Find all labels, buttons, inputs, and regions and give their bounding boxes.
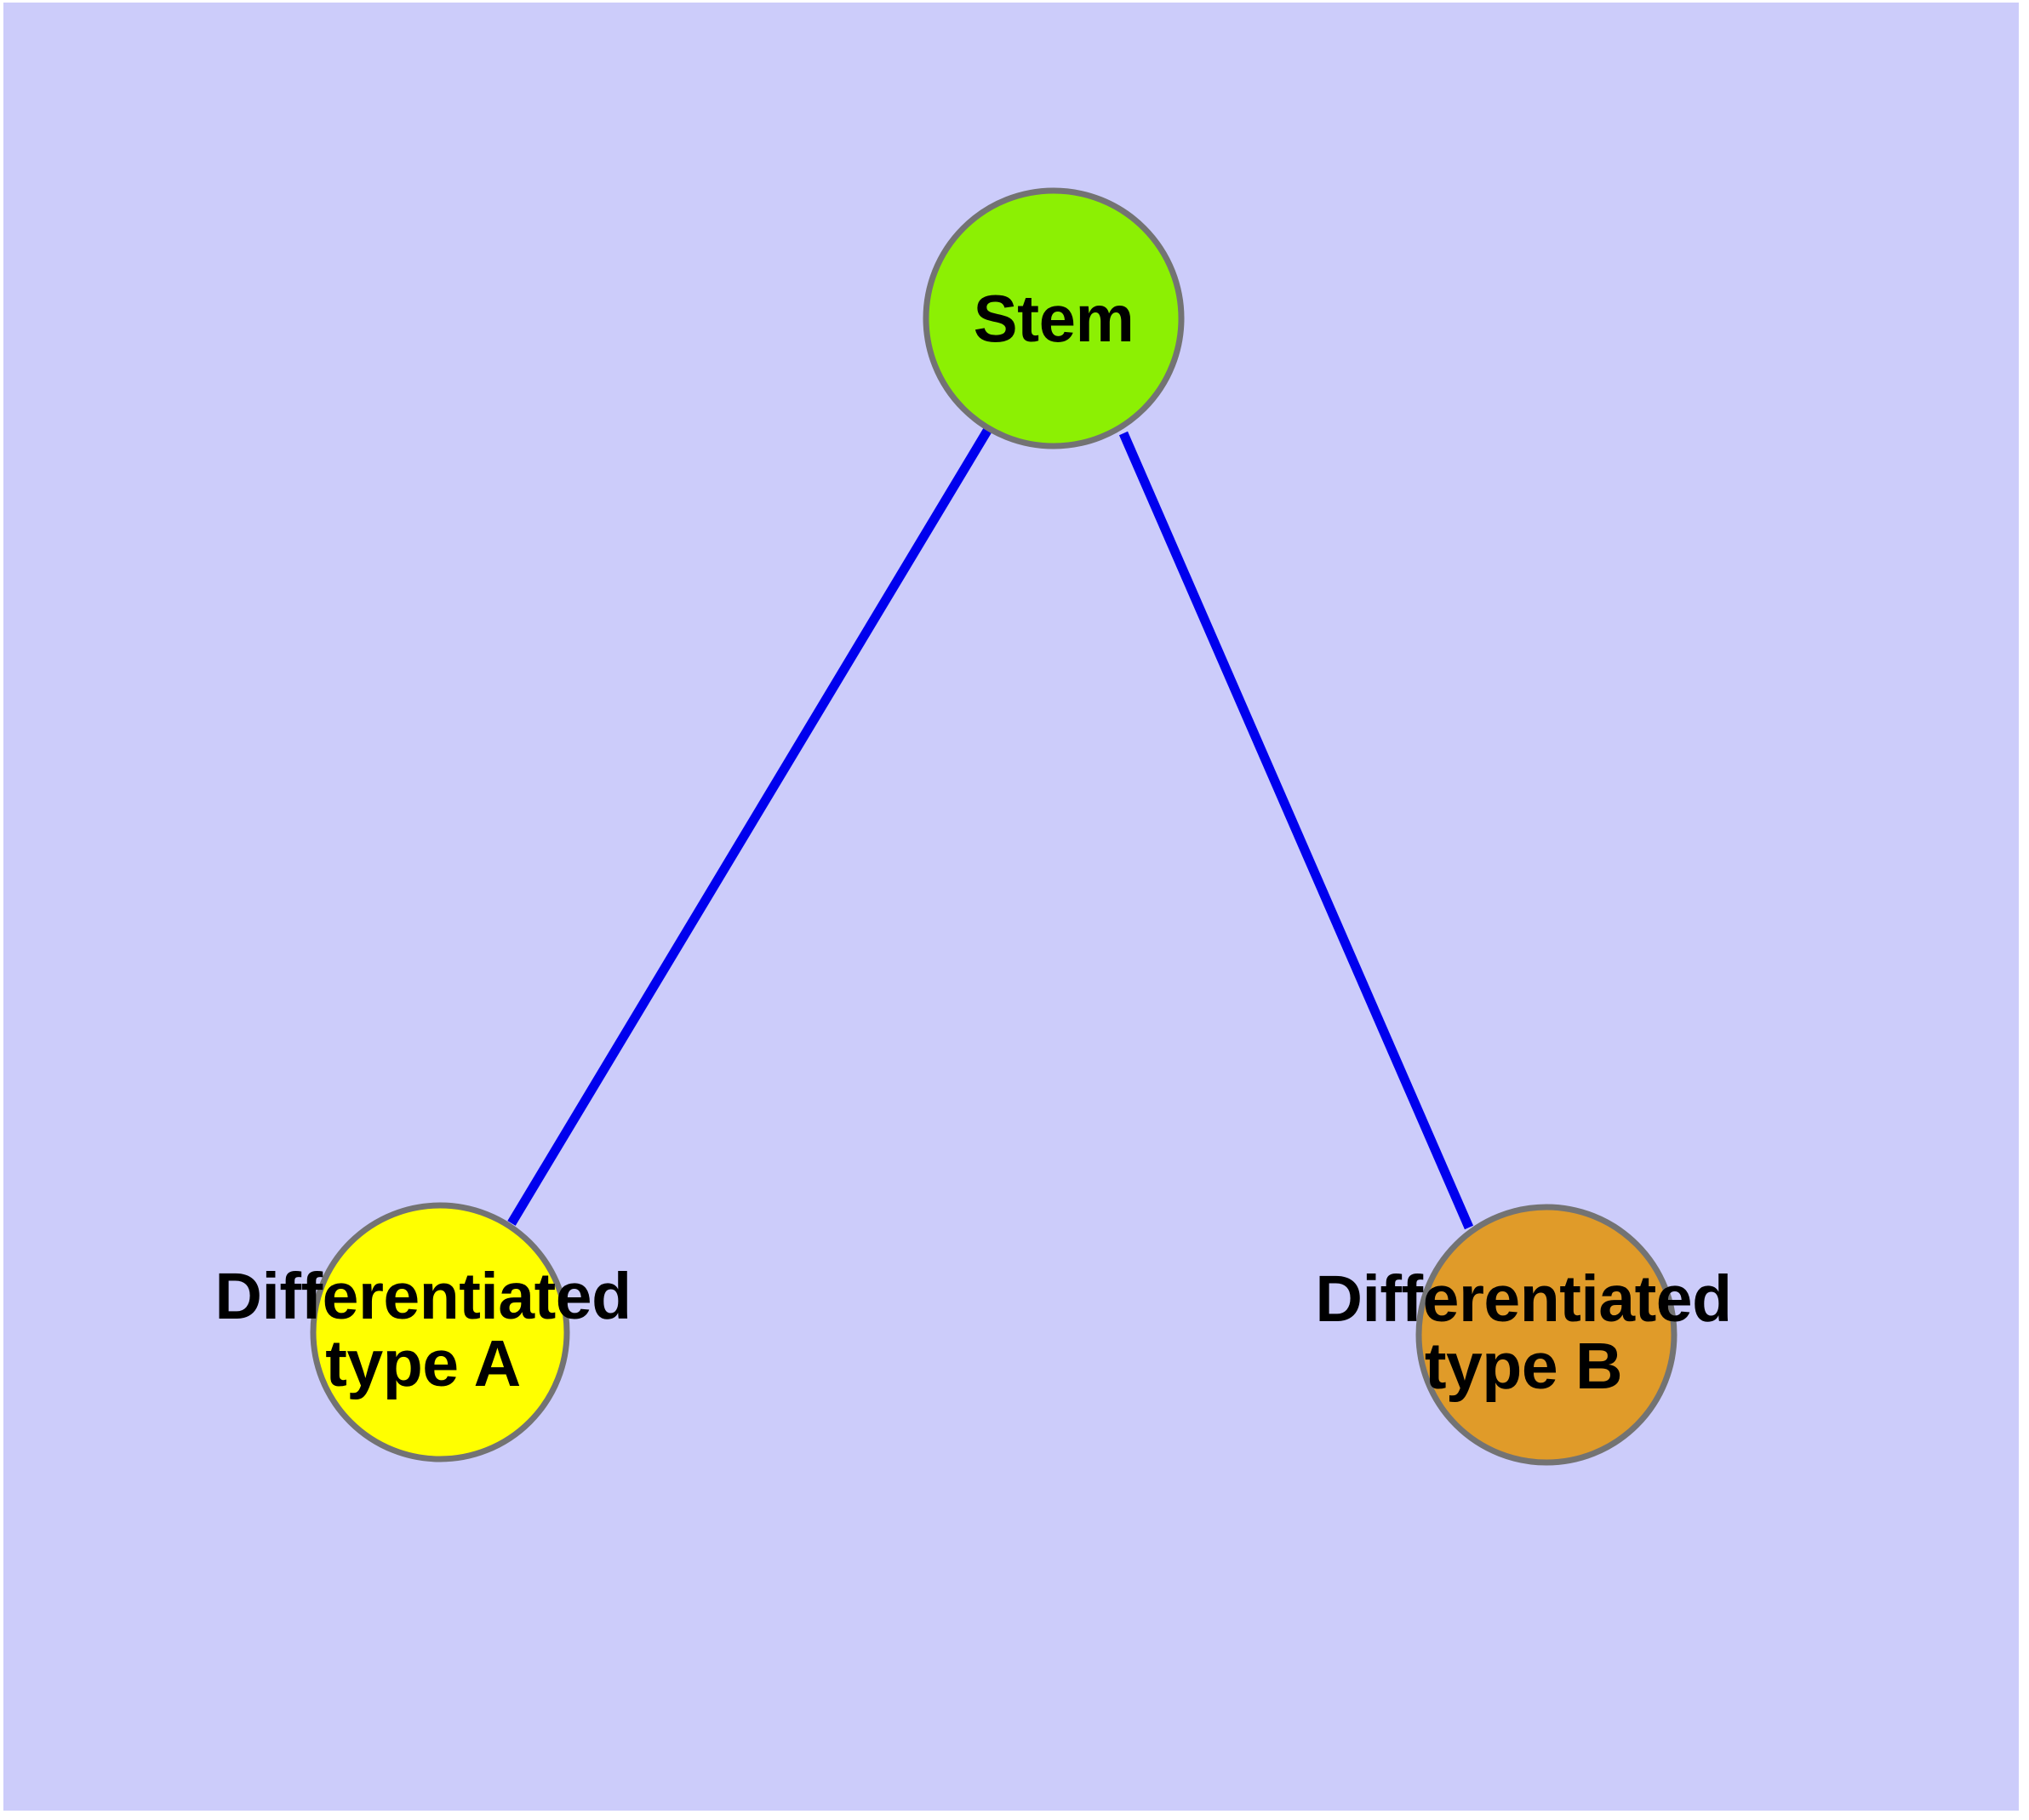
node-stem[interactable] <box>923 187 1185 449</box>
edge-stem-to-diff_a <box>507 428 992 1226</box>
node-group <box>310 187 1677 1466</box>
node-diff_b[interactable] <box>1415 1204 1677 1466</box>
node-diff_a[interactable] <box>310 1202 570 1462</box>
edge-stem-to-diff_b <box>1118 431 1474 1230</box>
edge-group <box>507 428 1474 1230</box>
